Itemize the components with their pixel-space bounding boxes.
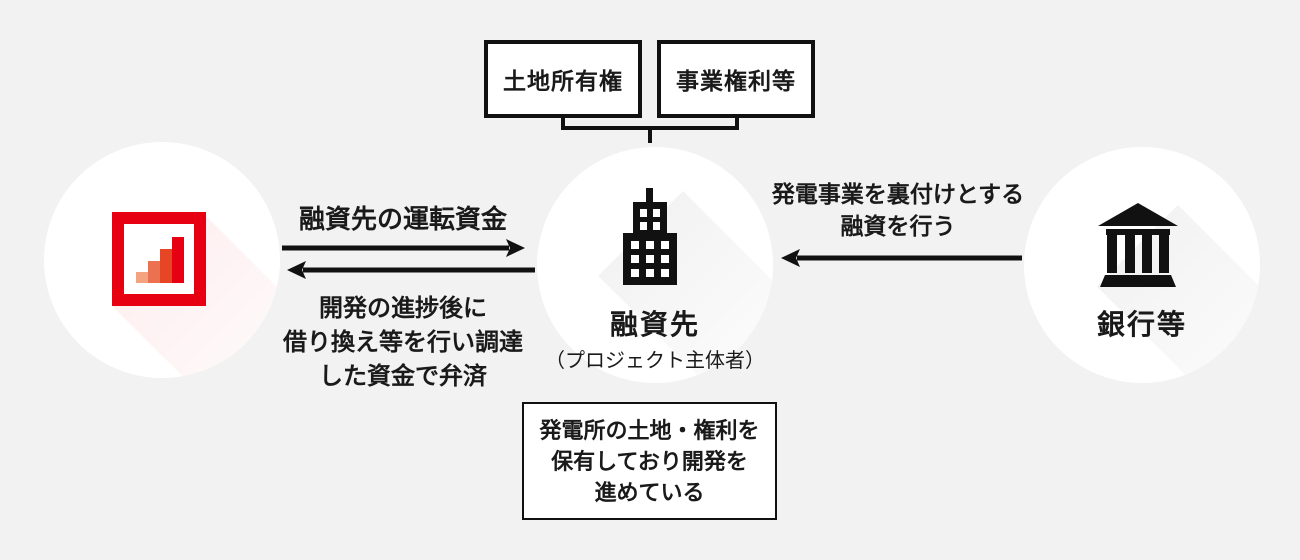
borrower-subtitle: （プロジェクト主体者） bbox=[545, 350, 765, 372]
borrower-note-box: 発電所の土地・権利を 保有しており開発を 進めている bbox=[522, 402, 777, 520]
bar-chart-bars bbox=[136, 237, 184, 283]
office-building-icon bbox=[623, 188, 677, 290]
borrower-note-line: 発電所の土地・権利を bbox=[539, 417, 760, 443]
flow-label-working-capital: 融資先の運転資金 bbox=[298, 204, 507, 234]
flow-label-bank-financing-line: 融資を行う bbox=[840, 213, 956, 239]
connector-line bbox=[561, 116, 565, 130]
bar-chart-logo-icon bbox=[112, 212, 206, 306]
entity-circle-company bbox=[44, 142, 280, 378]
flow-label-repayment: 開発の進捗後に 借り換え等を行い調達 した資金で弁済 bbox=[268, 292, 538, 394]
flow-label-repayment-line: 借り換え等を行い調達 bbox=[283, 329, 523, 356]
bank-icon bbox=[1098, 203, 1178, 292]
arrow-left-icon bbox=[287, 260, 535, 285]
flow-label-repayment-line: 開発の進捗後に bbox=[319, 295, 487, 322]
collateral-box-rights-label: 事業権利等 bbox=[676, 68, 796, 94]
collateral-box-rights: 事業権利等 bbox=[657, 40, 815, 118]
connector-line bbox=[648, 130, 652, 143]
collateral-box-land-label: 土地所有権 bbox=[503, 68, 623, 94]
arrow-left-icon bbox=[781, 248, 1022, 273]
connector-line bbox=[561, 126, 739, 130]
arrow-right-icon bbox=[282, 238, 525, 263]
connector-line bbox=[735, 116, 739, 130]
borrower-note-line: 保有しており開発を bbox=[551, 448, 748, 474]
flow-label-bank-financing-line: 発電事業を裏付けとする bbox=[771, 181, 1025, 207]
collateral-box-land: 土地所有権 bbox=[484, 40, 642, 118]
flow-label-repayment-line: した資金で弁済 bbox=[319, 363, 487, 390]
bank-title: 銀行等 bbox=[1096, 309, 1187, 340]
borrower-title: 融資先 bbox=[609, 309, 700, 340]
entity-circle-borrower bbox=[537, 147, 773, 383]
entity-circle-bank bbox=[1024, 147, 1260, 383]
borrower-note-line: 進めている bbox=[594, 479, 705, 505]
flow-label-bank-financing: 発電事業を裏付けとする 融資を行う bbox=[763, 178, 1033, 242]
